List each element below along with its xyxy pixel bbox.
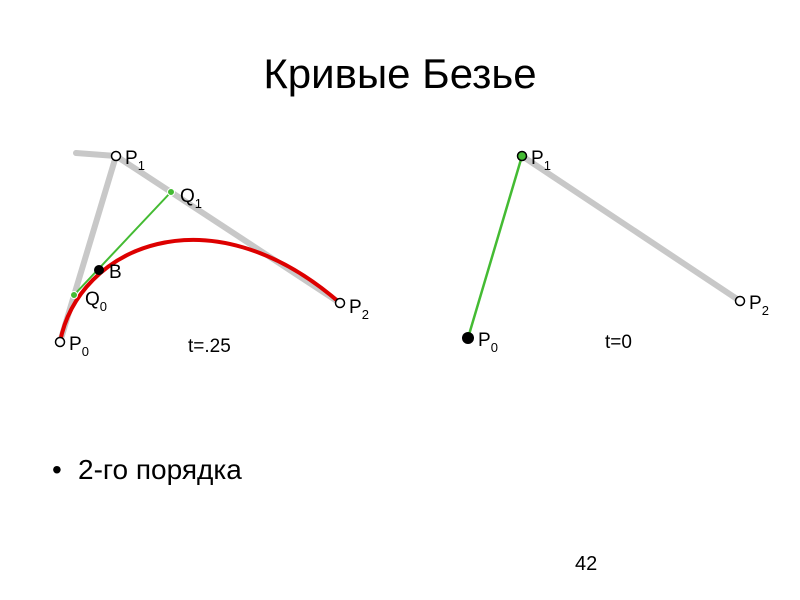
- label-q1: Q1: [180, 186, 202, 211]
- t-label: t=.25: [188, 336, 231, 357]
- bezier-diagram-t025: P1 Q1 B Q0 P2 P0 t=.25: [54, 148, 369, 359]
- label-p0: P0: [69, 334, 89, 359]
- label-p2: P2: [349, 297, 369, 322]
- page-number: 42: [575, 553, 598, 575]
- bullet-item: • 2-го порядка: [52, 452, 242, 488]
- point-p0-marker: [54, 336, 66, 348]
- point-p0-marker: [462, 332, 474, 344]
- bullet-glyph: •: [52, 454, 62, 485]
- t-label: t=0: [605, 332, 632, 353]
- label-p1: P1: [125, 148, 145, 173]
- intermediate-line-p0-p1: [466, 155, 524, 339]
- point-q0-marker: [70, 291, 78, 299]
- label-q0: Q0: [85, 289, 107, 314]
- control-edge-p1-p2: [519, 153, 743, 304]
- point-p1-marker: [516, 150, 528, 162]
- point-p1-marker: [110, 150, 122, 162]
- slide-title: Кривые Безье: [263, 50, 537, 97]
- label-p2: P2: [749, 293, 769, 318]
- intermediate-line-q0-q1: [73, 191, 172, 296]
- point-p2-marker: [334, 297, 346, 309]
- bezier-diagram-t0: P1 P2 P0 t=0: [462, 148, 769, 355]
- point-b-marker: [94, 265, 104, 275]
- label-p0: P0: [478, 330, 498, 355]
- point-p2-marker: [734, 295, 746, 307]
- bezier-curve: [58, 237, 342, 344]
- label-p1: P1: [531, 148, 551, 173]
- label-b: B: [109, 262, 122, 283]
- point-q1-marker: [167, 188, 175, 196]
- bullet-text: 2-го порядка: [78, 454, 242, 485]
